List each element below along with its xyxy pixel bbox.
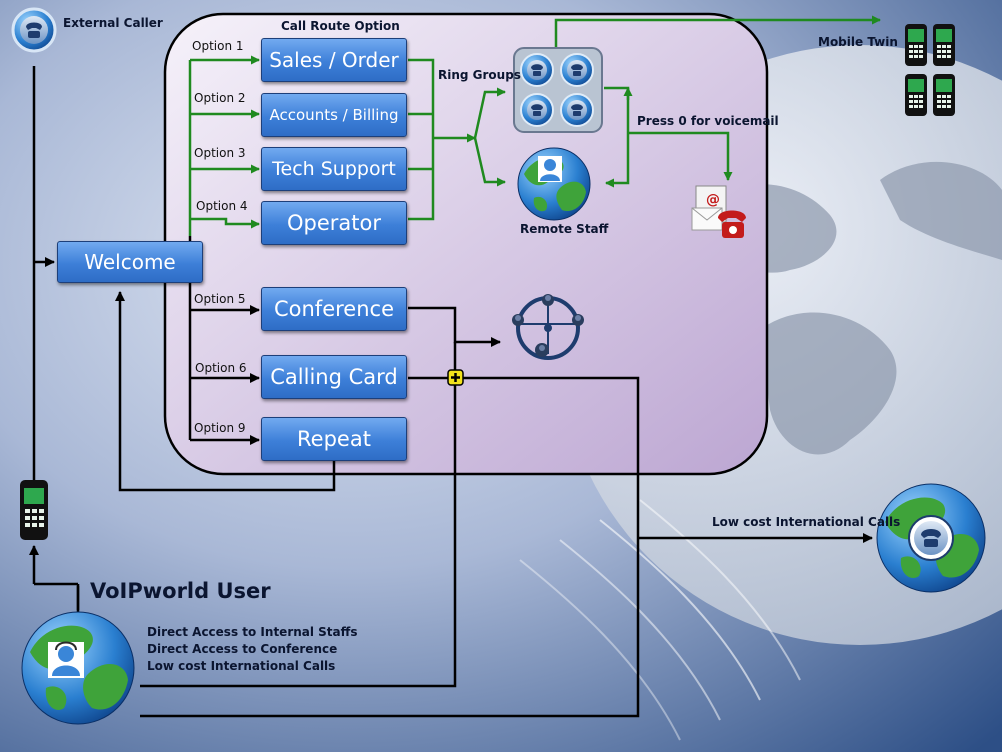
voip-user-globe-icon [21, 611, 135, 725]
option-9-label: Option 9 [194, 421, 246, 435]
green-connectors [188, 15, 881, 236]
option-4-label: Option 4 [196, 199, 248, 213]
junction-plus-icon [447, 369, 464, 386]
option-5-label: Option 5 [194, 292, 246, 306]
svg-text:@: @ [706, 192, 720, 208]
sales-order-box: Sales / Order [261, 38, 407, 82]
user-mobile-phone-icon [20, 480, 48, 540]
conference-network-icon [512, 294, 584, 360]
tech-support-box: Tech Support [261, 147, 407, 191]
international-globe-icon [876, 483, 986, 593]
calling-card-box: Calling Card [261, 355, 407, 399]
ring-groups-label: Ring Groups [438, 68, 521, 82]
operator-box: Operator [261, 201, 407, 245]
remote-staff-label: Remote Staff [520, 222, 609, 236]
external-caller-label: External Caller [63, 16, 163, 30]
voicemail-icon: @ [691, 185, 746, 238]
globe-icon [517, 147, 591, 221]
call-route-panel [163, 12, 769, 476]
mobile-phone-icon [905, 24, 955, 116]
voipworld-user-label: VoIPworld User [90, 579, 271, 603]
phone-grid-icon [513, 47, 603, 133]
conference-box: Conference [261, 287, 407, 331]
feature-item: Direct Access to Conference [147, 642, 338, 656]
phone-icon [11, 7, 57, 53]
repeat-box: Repeat [261, 417, 407, 461]
option-1-label: Option 1 [192, 39, 244, 53]
low-cost-label: Low cost International Calls [712, 515, 901, 529]
feature-item: Low cost International Calls [147, 659, 336, 673]
feature-item: Direct Access to Internal Staffs [147, 625, 358, 639]
accounts-billing-box: Accounts / Billing [261, 93, 407, 137]
mobile-twin-label: Mobile Twin [818, 35, 898, 49]
call-route-option-label: Call Route Option [281, 19, 400, 33]
option-6-label: Option 6 [195, 361, 247, 375]
option-2-label: Option 2 [194, 91, 246, 105]
option-3-label: Option 3 [194, 146, 246, 160]
press-zero-label: Press 0 for voicemail [637, 114, 779, 128]
welcome-box: Welcome [57, 241, 203, 283]
